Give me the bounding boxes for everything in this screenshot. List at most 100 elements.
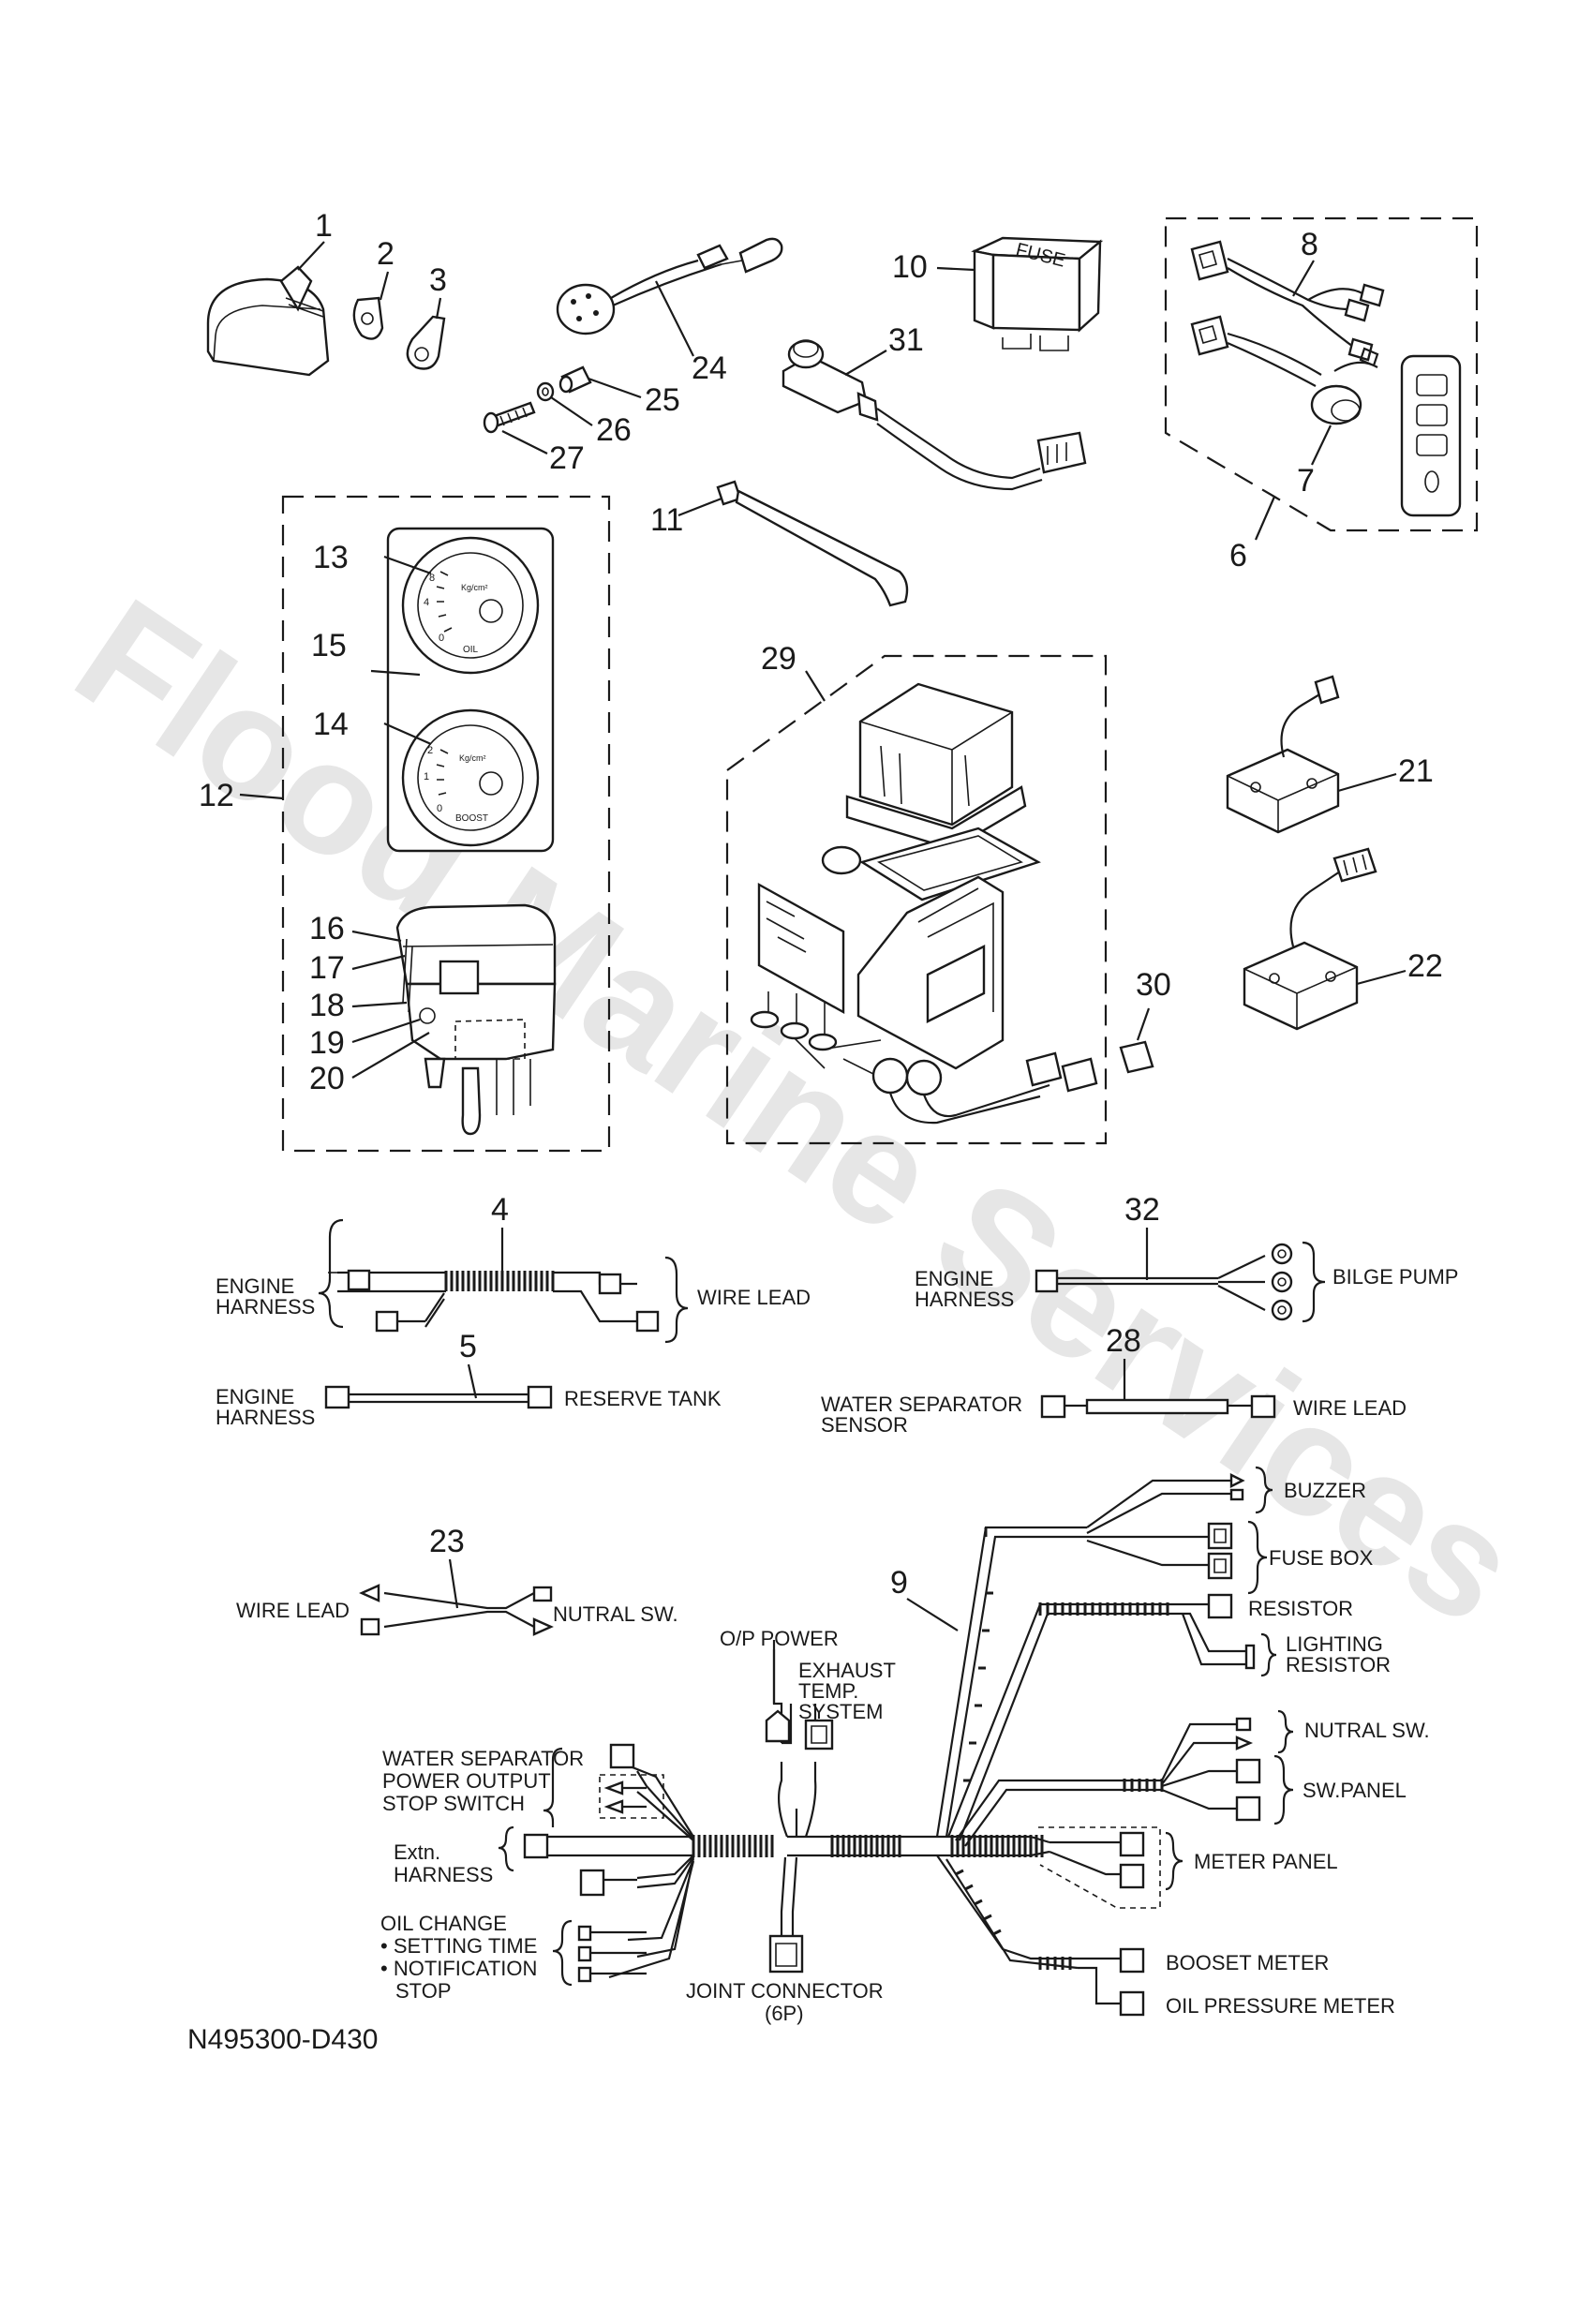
callout-29: 29 (761, 641, 796, 677)
svg-text:Kg/cm²: Kg/cm² (459, 753, 486, 763)
harness-4: 4 ENGINE HARNESS WIRE LEAD (216, 1192, 811, 1344)
harness-5: 5 ENGINE HARNESS RESERVE TANK (216, 1329, 722, 1429)
svg-text:1: 1 (424, 771, 429, 782)
drawing-code: N495300-D430 (187, 2024, 378, 2055)
svg-text:0: 0 (437, 803, 442, 814)
harness-23: 23 WIRE LEAD NUTRAL SW. (236, 1524, 678, 1636)
callout-18: 18 (309, 988, 345, 1023)
label-joint-2: (6P) (765, 2002, 804, 2025)
harness-5-left-2: HARNESS (216, 1406, 315, 1429)
label-exhaust-3: SYSTEM (798, 1700, 883, 1723)
part-24-sensor-lead: 24 (556, 237, 783, 386)
callout-11: 11 (650, 502, 683, 538)
svg-text:OIL: OIL (463, 645, 479, 655)
harness-5-right: RESERVE TANK (564, 1387, 722, 1410)
label-lighting-resistor-2: RESISTOR (1286, 1653, 1391, 1676)
harness-4-left-2: HARNESS (216, 1295, 315, 1318)
part-27-screw: 27 (483, 401, 585, 476)
harness-9-main: 9 BUZZER FUSE BOX RESISTOR LIG (380, 1466, 1430, 2025)
harness-4-left-1: ENGINE (216, 1274, 294, 1298)
callout-21: 21 (1398, 753, 1434, 789)
callout-16: 16 (309, 911, 345, 946)
harness-32-left-1: ENGINE (915, 1267, 993, 1290)
svg-text:8: 8 (429, 573, 435, 584)
callout-32: 32 (1124, 1192, 1160, 1228)
callout-30: 30 (1136, 967, 1171, 1003)
harness-32: 32 ENGINE HARNESS BILGE PUMP (915, 1192, 1458, 1323)
harness-23-right: NUTRAL SW. (553, 1602, 678, 1626)
callout-20: 20 (309, 1061, 345, 1096)
svg-text:Kg/cm²: Kg/cm² (461, 583, 488, 592)
label-exhaust-1: EXHAUST (798, 1659, 896, 1682)
boost-gauge: 2 1 0 Kg/cm² BOOST 14 (313, 707, 540, 847)
part-25-collar: 25 (558, 365, 680, 418)
callout-17: 17 (309, 950, 345, 986)
label-water-sep: WATER SEPARATOR (382, 1747, 584, 1770)
part-10-fuse-box: FUSE 10 (892, 236, 1104, 351)
harness-28-left-1: WATER SEPARATOR (821, 1393, 1022, 1416)
label-nutral-sw: NUTRAL SW. (1304, 1719, 1430, 1742)
callout-24: 24 (692, 350, 727, 386)
label-joint-1: JOINT CONNECTOR (686, 1979, 884, 2003)
label-extn-harness: HARNESS (394, 1863, 493, 1886)
label-meter-panel: METER PANEL (1194, 1850, 1338, 1873)
part-3-clamp: 3 (406, 262, 447, 370)
callout-2: 2 (377, 236, 394, 272)
part-26-washer: 26 (536, 381, 632, 448)
switch-module: 16 17 18 19 20 (309, 903, 557, 1136)
part-11-cable-tie: 11 (650, 480, 909, 607)
callout-15: 15 (311, 628, 347, 663)
oil-gauge: 8 4 0 Kg/cm² OIL 13 (313, 536, 540, 675)
callout-22: 22 (1407, 948, 1443, 984)
callout-8: 8 (1301, 227, 1318, 262)
label-oil-pressure-meter: OIL PRESSURE METER (1166, 1994, 1395, 2018)
svg-text:4: 4 (424, 597, 429, 608)
harness-28: 28 WATER SEPARATOR SENSOR WIRE LEAD (821, 1323, 1407, 1437)
part-2-clip: 2 (352, 236, 394, 340)
callout-19: 19 (309, 1025, 345, 1061)
callout-5: 5 (459, 1329, 477, 1364)
part-31-switch-cable: 31 (782, 322, 1087, 491)
callout-12: 12 (199, 778, 234, 813)
label-fuse-box: FUSE BOX (1269, 1546, 1374, 1570)
callout-23: 23 (429, 1524, 465, 1559)
part-29-control-box-group: 29 30 (725, 641, 1171, 1145)
callout-4: 4 (491, 1192, 509, 1228)
label-buzzer: BUZZER (1284, 1479, 1366, 1502)
callout-3: 3 (429, 262, 447, 298)
part-21-module: 21 (1226, 675, 1434, 834)
callout-27: 27 (549, 440, 585, 476)
label-power-output: POWER OUTPUT (382, 1769, 551, 1793)
label-stop-switch: STOP SWITCH (382, 1792, 525, 1815)
part-6-group: 6 8 7 (1164, 216, 1479, 574)
svg-text:0: 0 (439, 633, 444, 644)
callout-6: 6 (1229, 538, 1247, 574)
callout-13: 13 (313, 540, 349, 575)
callout-26: 26 (596, 412, 632, 448)
callout-28: 28 (1106, 1323, 1141, 1359)
svg-text:BOOST: BOOST (455, 813, 488, 824)
label-stop: STOP (395, 1979, 452, 2003)
callout-7: 7 (1297, 463, 1315, 499)
callout-14: 14 (313, 707, 349, 742)
harness-23-left: WIRE LEAD (236, 1599, 350, 1622)
label-lighting-resistor-1: LIGHTING (1286, 1632, 1383, 1656)
harness-5-left-1: ENGINE (216, 1385, 294, 1408)
label-oil-change: OIL CHANGE (380, 1912, 507, 1935)
label-exhaust-2: TEMP. (798, 1679, 858, 1703)
label-op-power: O/P POWER (720, 1627, 839, 1650)
svg-text:2: 2 (427, 745, 433, 756)
label-notification: • NOTIFICATION (380, 1957, 537, 1980)
harness-4-right: WIRE LEAD (697, 1286, 811, 1309)
part-12-gauge-group: 12 15 8 4 0 Kg/cm² OIL 13 2 1 0 Kg/cm² (199, 495, 611, 1153)
callout-10: 10 (892, 249, 928, 285)
label-extn: Extn. (394, 1840, 440, 1864)
label-booset-meter: BOOSET METER (1166, 1951, 1329, 1974)
harness-32-left-2: HARNESS (915, 1288, 1014, 1311)
label-setting-time: • SETTING TIME (380, 1934, 537, 1958)
callout-25: 25 (645, 382, 680, 418)
label-sw-panel: SW.PANEL (1303, 1779, 1407, 1802)
harness-28-left-2: SENSOR (821, 1413, 908, 1437)
